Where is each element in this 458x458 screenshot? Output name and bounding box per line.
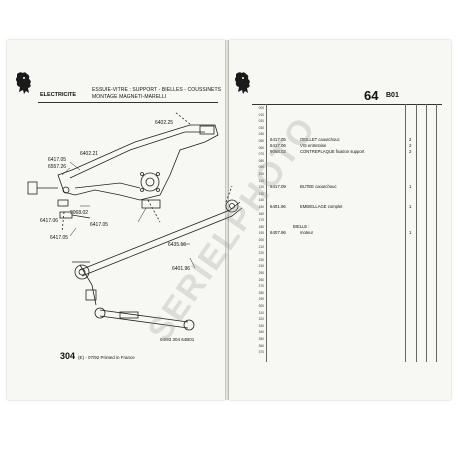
row-number: 040: [258, 132, 264, 137]
table-top-rule: [252, 104, 442, 105]
ref-label: 6417.06: [40, 218, 59, 224]
row-number: 140: [258, 198, 264, 203]
part-qty: 2: [409, 137, 412, 142]
ref-label: 6402.21: [80, 151, 99, 157]
row-number: 190: [258, 231, 264, 236]
row-number: 340: [258, 330, 264, 335]
row-number: 020: [258, 119, 264, 124]
header-rule: [38, 102, 218, 103]
ref-label: 6417.05: [90, 222, 109, 228]
row-number: 200: [258, 238, 264, 242]
row-number: 090: [258, 165, 264, 170]
row-number: 350: [258, 337, 264, 341]
footer-model: 304: [60, 351, 76, 361]
row-number: 180: [258, 224, 264, 229]
row-number: 250: [258, 271, 264, 275]
part-ref: 6417.06: [270, 143, 286, 148]
ref-label: 6435.16: [168, 242, 187, 248]
part-qty: 1: [409, 230, 412, 235]
grid-divider: [266, 104, 267, 362]
row-number: 120: [258, 185, 264, 190]
ref-label: 9068.02: [70, 210, 89, 216]
part-desc: CONTREPLAQUE fixation support: [300, 149, 365, 154]
row-number: 270: [258, 284, 264, 289]
left-page: [7, 40, 225, 400]
peugeot-lion-logo-icon: [13, 70, 35, 96]
row-number: 310: [258, 310, 264, 315]
row-number: 050: [258, 139, 264, 143]
part-ref: 6401.96: [270, 204, 286, 209]
row-number: 030: [258, 125, 264, 130]
lion-icon: [235, 72, 250, 94]
grid-divider: [426, 104, 427, 362]
part-desc: BUTEE caoutchouc: [300, 184, 337, 189]
part-qty: 1: [409, 184, 412, 189]
row-number: 000: [258, 106, 264, 110]
part-desc: VIS entretoise: [300, 143, 327, 148]
part-qty: 2: [409, 149, 412, 154]
chapter-number: 64: [364, 88, 379, 103]
row-number: 300: [258, 304, 264, 308]
header-line-2: MONTAGE MAGNETI-MARELLI: [92, 94, 167, 100]
row-number: 210: [258, 244, 264, 249]
part-ref: 6417.05: [270, 137, 286, 142]
part-qty: 1: [409, 204, 412, 209]
part-ref: 9068.02: [270, 149, 286, 154]
row-number: 330: [258, 323, 264, 328]
part-qty: 2: [409, 143, 412, 148]
footer-code: 04/93 304 64B01: [160, 337, 195, 342]
row-number: 280: [258, 290, 264, 295]
row-number: 080: [258, 158, 264, 163]
row-number: 060: [258, 145, 264, 150]
book-spine: [225, 40, 229, 400]
row-number: 320: [258, 317, 264, 322]
row-number: 100: [258, 172, 264, 176]
row-number: 130: [258, 191, 264, 196]
part-desc: EMBIELLAGE complet: [300, 204, 343, 209]
row-number: 230: [258, 257, 264, 262]
ref-label: 6401.96: [172, 266, 191, 272]
row-number: 220: [258, 251, 264, 256]
part-ref: 6417.09: [270, 184, 286, 189]
ref-label: 6417.05: [50, 235, 69, 241]
row-number: 150: [258, 205, 264, 209]
ref-label: 6402.25: [155, 120, 174, 126]
row-number: 110: [258, 178, 264, 183]
part-ref: 6407.96: [270, 230, 286, 235]
row-number: 290: [258, 297, 264, 302]
grid-divider: [405, 104, 406, 362]
row-number: 360: [258, 343, 264, 348]
row-number: 010: [258, 112, 264, 117]
chapter-sub: B01: [386, 92, 399, 99]
ref-label: 6557.26: [48, 164, 67, 170]
grid-divider: [436, 104, 437, 362]
peugeot-lion-logo-icon: [232, 70, 254, 96]
footer-print-note: (E) - 07/92 Printed in France: [78, 355, 135, 360]
header-line-1: ESSUIE-VITRE : SUPPORT - BIELLES - COUSS…: [92, 87, 222, 93]
part-desc: BIELLE :: [293, 224, 310, 229]
grid-divider: [416, 104, 417, 362]
lion-icon: [16, 72, 31, 94]
section-title: ELECTRICITE: [40, 92, 77, 98]
part-desc: OEILLET caoutchouc: [300, 137, 340, 142]
ref-label: 6417.05: [48, 157, 67, 163]
part-desc: moteur: [300, 230, 314, 235]
row-number: 070: [258, 152, 264, 157]
row-number: 160: [258, 211, 264, 216]
row-number: 240: [258, 264, 264, 269]
row-number: 260: [258, 277, 264, 282]
row-number: 370: [258, 350, 264, 355]
row-number: 170: [258, 218, 264, 223]
